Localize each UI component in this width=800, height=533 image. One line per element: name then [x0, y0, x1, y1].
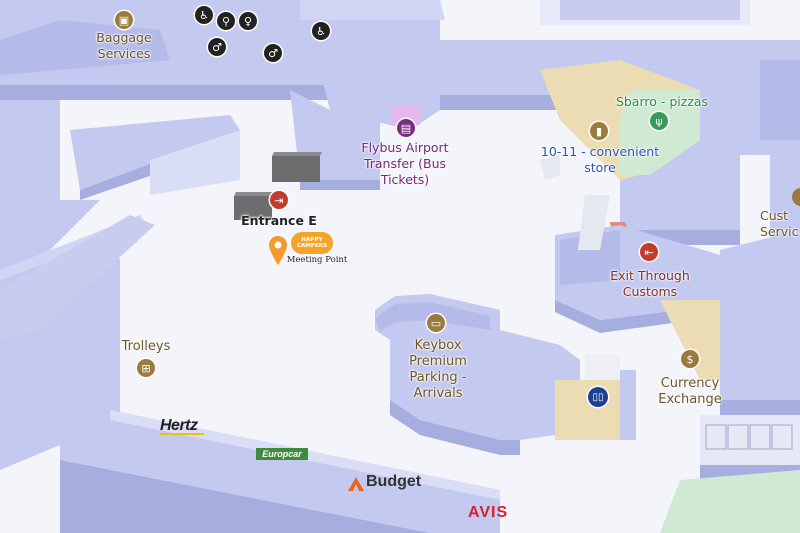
wheelchair-icon[interactable]: ♿ [195, 6, 213, 24]
customer-service-label: Cust Servic [760, 208, 799, 239]
exit-icon[interactable]: ⇤ [640, 243, 658, 261]
happy-campers-badge[interactable]: HAPPY CAMPERS [291, 232, 333, 254]
trolleys-label: Trolleys [121, 339, 171, 354]
currency-icon[interactable]: $ [681, 350, 699, 368]
hertz-logo[interactable]: Hertz [160, 417, 198, 434]
store-1011-label: 10-11 - convenient store [540, 144, 660, 175]
lift-icon[interactable]: ▯▯ [588, 387, 608, 407]
lift-icon[interactable]: ♿ [312, 22, 330, 40]
car-icon[interactable]: ▭ [427, 314, 445, 332]
flybus-label: Flybus Airport Transfer (Bus Tickets) [361, 140, 449, 187]
customer-service-icon[interactable] [792, 188, 800, 206]
budget-logo[interactable]: Budget [366, 473, 422, 490]
baby-change-icon[interactable]: ⚲ [217, 12, 235, 30]
female-toilet-icon[interactable]: ♀ [239, 12, 257, 30]
baggage-services-label: Baggage Services [96, 30, 152, 61]
sbarro-label: Sbarro - pizzas [615, 94, 709, 109]
shopping-bag-icon[interactable]: ▮ [590, 122, 608, 140]
hertz-underline [160, 433, 204, 435]
europcar-logo[interactable]: Europcar [256, 448, 308, 460]
fork-knife-icon[interactable]: ψ [650, 112, 668, 130]
meeting-point-label: Meeting Point [286, 255, 348, 265]
accessible-toilet-icon[interactable]: ♂ [264, 44, 282, 62]
avis-logo[interactable]: AVIS [468, 504, 509, 521]
trolley-icon[interactable]: ⊞ [137, 359, 155, 377]
male-toilet-icon[interactable]: ♂ [208, 38, 226, 56]
currency-exchange-label: Currency Exchange [658, 376, 722, 407]
keybox-label: Keybox Premium Parking - Arrivals [409, 338, 467, 401]
luggage-icon[interactable]: ▣ [115, 11, 133, 29]
bus-icon[interactable]: ▤ [397, 119, 415, 137]
location-pin-icon[interactable] [268, 234, 288, 268]
entrance-icon[interactable]: ⇥ [270, 191, 288, 209]
exit-through-customs-label: Exit Through Customs [610, 268, 690, 299]
budget-mark-icon [348, 476, 364, 491]
entrance-e-label: Entrance E [241, 213, 317, 228]
